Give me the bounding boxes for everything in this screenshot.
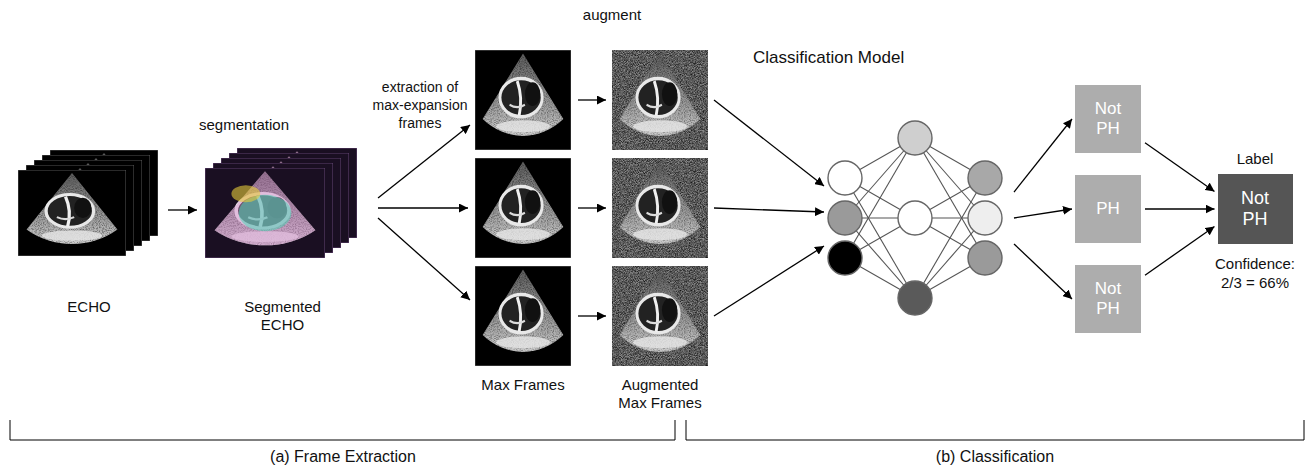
segmented-frames [205,148,357,258]
flow-arrow [714,100,824,186]
augmented-frame [612,158,708,258]
max-frame [475,158,571,258]
column-label: Max Frames [473,376,573,394]
augmented-frame [612,266,708,366]
stack-caption: ECHO [67,298,110,316]
neuron [828,241,862,275]
connector-arrow [1014,119,1072,192]
label-value: Not PH [1218,174,1293,244]
network-link [845,178,915,298]
neuron [968,201,1002,235]
edge-label: segmentation [192,116,296,134]
network-link [915,178,985,298]
max-frame [475,50,571,150]
section-label: (b) Classification [895,448,1095,466]
segmented-echo-stack: Segmented ECHO [200,140,365,334]
prediction-box: Not PH [1075,265,1141,333]
network-link [915,138,985,258]
flow-arrow [578,207,606,208]
connector-arrow [1145,227,1215,276]
step-label: extraction of max-expansion frames [368,78,472,132]
flow-arrow [578,99,606,100]
section-brackets [10,420,1304,440]
network-links [845,138,985,298]
model-title: Classification Model [740,45,1010,68]
confidence-text: Confidence: 2/3 = 66% [1208,254,1303,292]
flow-arrow [578,315,606,316]
flow-arrow [714,246,824,316]
prediction-text: Not PH [1083,279,1133,319]
neuron [898,201,932,235]
prediction-text: PH [1096,199,1120,219]
augmented-frame [612,50,708,150]
echo-frame [18,170,126,256]
max-frame [475,266,571,366]
connector-arrow [1145,143,1215,192]
network-link [845,138,915,258]
prediction-box: PH [1075,175,1141,243]
prediction-box: Not PH [1075,85,1141,153]
neuron [968,241,1002,275]
connector-arrow [1014,244,1072,299]
connector-arrow [1014,209,1072,218]
echo-stack: ECHO [14,140,164,316]
label-output: LabelNot PH Confidence: 2/3 = 66% [1203,150,1307,300]
neuron [898,281,932,315]
flow-arrow [378,125,470,198]
network-neurons [828,121,1002,315]
neuron [828,161,862,195]
flow-arrow [714,208,824,212]
prediction-text: Not PH [1083,99,1133,139]
segmented-frame [205,168,325,258]
section-bracket [10,420,675,440]
connector-arrow [1145,208,1215,209]
flow-arrow [378,218,470,300]
flow-arrow [378,207,468,208]
neuron [828,201,862,235]
label-heading: Label [1237,150,1274,168]
echo-frames [18,150,158,256]
classification-model: Classification Model [740,45,1010,330]
neuron [968,161,1002,195]
neuron [898,121,932,155]
augmented-frames [612,50,708,366]
section-label: (a) Frame Extraction [243,448,443,466]
flow-arrows [378,100,824,316]
column-label: Augmented Max Frames [612,376,708,412]
connector-arrow [168,209,197,210]
section-bracket [686,420,1304,440]
step-label: augment [577,6,647,24]
stack-caption: Segmented ECHO [225,298,340,334]
max-frames [475,50,571,366]
